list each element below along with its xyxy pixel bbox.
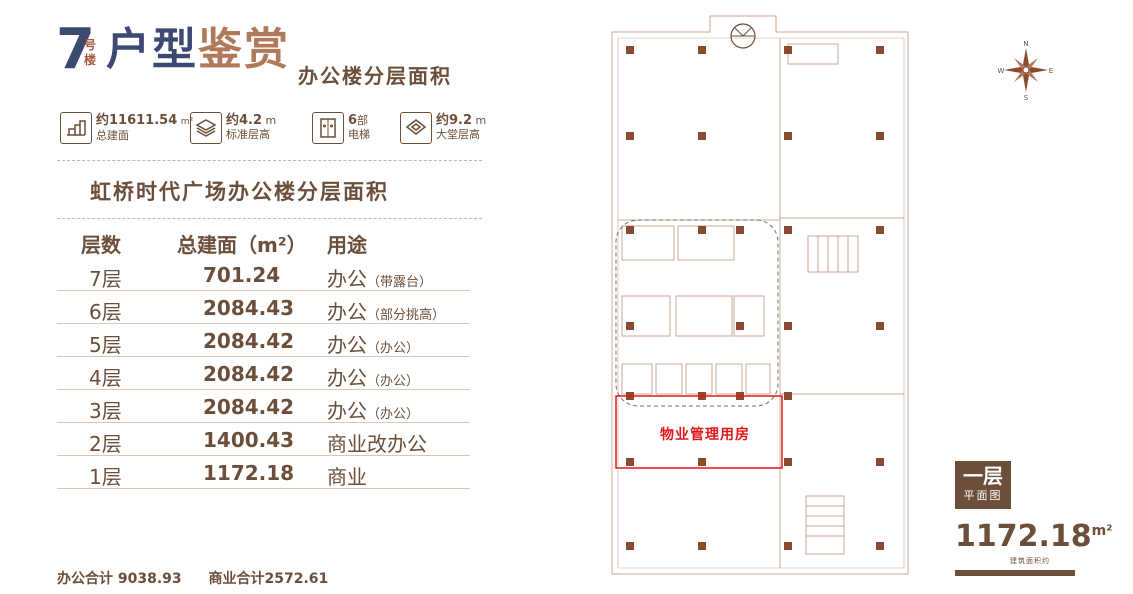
cell-floor: 5层 [89, 333, 122, 357]
cell-floor: 2层 [89, 432, 122, 456]
stat-label: 大堂层高 [436, 128, 480, 141]
use-note: （办公） [367, 407, 420, 422]
commercial-total: 商业合计2572.61 [208, 571, 329, 587]
compass-e: E [1049, 67, 1053, 75]
floor-area-unit: m² [1091, 523, 1113, 539]
cell-area: 2084.42 [203, 395, 295, 419]
cell-floor: 4层 [89, 366, 122, 390]
layers-icon [190, 112, 222, 144]
floor-badge: 一层 平面图 [955, 461, 1011, 509]
use-main: 商业改办公 [327, 432, 427, 456]
cell-area: 2084.42 [203, 329, 295, 353]
cell-area: 1172.18 [203, 461, 295, 485]
floor-badge-caption: 平面图 [963, 489, 1003, 502]
building-number: 7 [56, 17, 95, 82]
stat-value: 6 [348, 113, 358, 128]
stat-unit: m [265, 114, 277, 127]
stat-total-area: 约11611.54 m² 总建面 [60, 110, 193, 146]
stat-elevators: 6部电梯 [312, 110, 370, 146]
building-suffix-bottom: 楼 [84, 53, 97, 67]
cell-area: 2084.43 [203, 296, 295, 320]
floor-area-table: 层数 总建面（m²） 用途 7层 701.24 办公（带露台） 6层 2084.… [57, 226, 470, 489]
cell-use: 办公（办公） [327, 362, 419, 391]
elevator-icon [312, 112, 344, 144]
page-title: 户型鉴赏 [106, 28, 290, 72]
cell-use: 办公（带露台） [327, 263, 432, 292]
cell-use: 商业改办公 [327, 428, 427, 457]
floor-badge-title: 一层 [963, 464, 1003, 488]
use-main: 办公 [327, 267, 367, 291]
use-main: 办公 [327, 399, 367, 423]
section-title: 虹桥时代广场办公楼分层面积 [90, 180, 389, 204]
building-suffix: 号 楼 [84, 38, 104, 68]
table-row: 2层 1400.43 商业改办公 [57, 423, 470, 456]
page-title-part-a: 户型 [106, 24, 198, 75]
decorative-bar [955, 570, 1075, 576]
compass-icon: N S E W [998, 40, 1053, 102]
highlight-area [615, 395, 783, 469]
use-note: （部分挑高） [367, 308, 446, 323]
use-note: （带露台） [367, 275, 433, 290]
office-total: 办公合计 9038.93 [57, 571, 182, 587]
table-row: 5层 2084.42 办公（办公） [57, 324, 470, 357]
stat-unit: m [475, 114, 487, 127]
stat-unit: 部 [357, 114, 369, 127]
cell-area: 2084.42 [203, 362, 295, 386]
building-suffix-top: 号 [84, 38, 97, 52]
cell-floor: 1层 [89, 465, 122, 489]
page-subtitle: 办公楼分层面积 [298, 64, 452, 88]
cell-floor: 3层 [89, 399, 122, 423]
header-use: 用途 [327, 233, 367, 257]
building-area-icon [60, 112, 92, 144]
table-header: 层数 总建面（m²） 用途 [57, 226, 470, 258]
floor-area-caption: 建筑面积约 [1010, 557, 1050, 565]
compass-s: S [1024, 94, 1029, 102]
cell-use: 办公（办公） [327, 395, 419, 424]
use-main: 办公 [327, 300, 367, 324]
lobby-height-icon [400, 112, 432, 144]
table-row: 4层 2084.42 办公（办公） [57, 357, 470, 390]
totals: 办公合计 9038.93 商业合计2572.61 [57, 568, 350, 588]
page-title-part-b: 鉴赏 [198, 24, 290, 75]
stat-label: 标准层高 [226, 128, 270, 141]
cell-area: 1400.43 [203, 428, 295, 452]
highlight-label: 物业管理用房 [660, 427, 750, 443]
header-area: 总建面（m²） [177, 233, 307, 257]
use-main: 办公 [327, 366, 367, 390]
cell-use: 办公（部分挑高） [327, 296, 445, 325]
table-row: 7层 701.24 办公（带露台） [57, 258, 470, 291]
use-main: 办公 [327, 333, 367, 357]
compass-n: N [1023, 40, 1028, 48]
compass-w: W [998, 67, 1005, 75]
use-main: 商业 [327, 465, 367, 489]
stat-label: 总建面 [96, 128, 129, 142]
stat-label: 电梯 [348, 128, 370, 141]
table-row: 6层 2084.43 办公（部分挑高） [57, 291, 470, 324]
divider [57, 160, 482, 161]
use-note: （办公） [367, 341, 420, 356]
table-row: 1层 1172.18 商业 [57, 456, 470, 489]
cell-use: 商业 [327, 461, 367, 490]
cell-use: 办公（办公） [327, 329, 419, 358]
floor-area: 1172.18m² [955, 522, 1112, 552]
stat-value: 约4.2 [226, 113, 263, 128]
stat-value: 约11611.54 [96, 112, 178, 128]
stat-unit: m² [180, 116, 194, 127]
divider [57, 218, 482, 219]
header-floor: 层数 [81, 233, 121, 257]
cell-floor: 7层 [89, 267, 122, 291]
cell-area: 701.24 [203, 263, 281, 287]
table-row: 3层 2084.42 办公（办公） [57, 390, 470, 423]
cell-floor: 6层 [89, 300, 122, 324]
use-note: （办公） [367, 374, 420, 389]
floor-plan [611, 15, 909, 575]
floor-area-value: 1172.18 [955, 519, 1092, 554]
stat-value: 约9.2 [436, 113, 473, 128]
